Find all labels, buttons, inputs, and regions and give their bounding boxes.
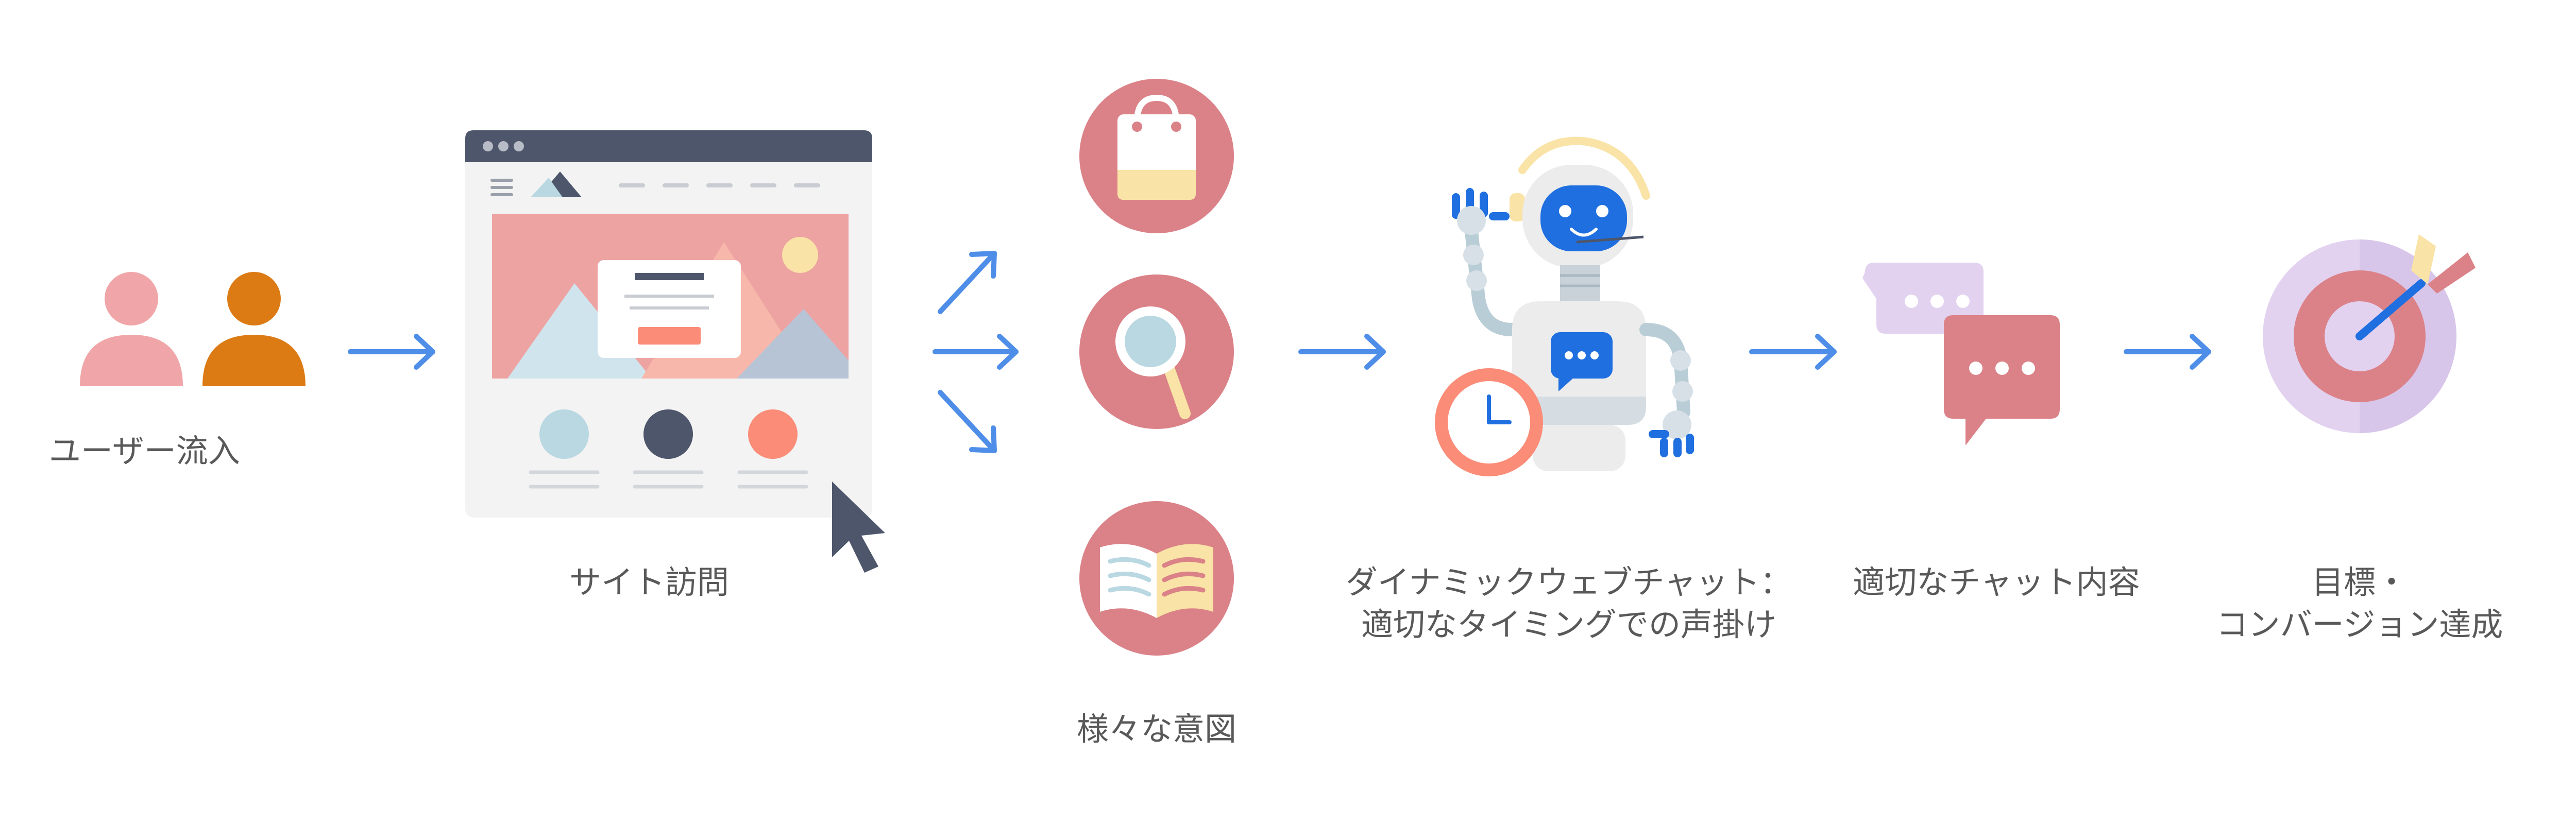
open-book-icon (1079, 501, 1234, 656)
label-chat-line-2: 適切なタイミングでの声掛け (1361, 606, 1776, 643)
arrow-1 (348, 334, 435, 370)
label-users: ユーザー流入 (49, 430, 240, 472)
label-chat-line-1: ダイナミックウェブチャット： (1345, 563, 1792, 601)
arrows-split (933, 251, 1019, 453)
arrow-4 (1749, 334, 1837, 370)
label-goal-line-2: コンバージョン達成 (2216, 606, 2503, 643)
label-users-line-1: ユーザー流入 (49, 432, 240, 470)
label-visit: サイト訪問 (569, 561, 730, 604)
arrow-5 (2124, 334, 2211, 370)
label-content-line-1: 適切なチャット内容 (1853, 563, 2140, 601)
shopping-bag-icon (1079, 79, 1234, 233)
label-intent-line-1: 様々な意図 (1076, 710, 1236, 748)
label-goal-line-1: 目標・ (2311, 563, 2408, 601)
magnifier-icon (1079, 274, 1234, 429)
user-pink-body (80, 335, 183, 386)
label-intent: 様々な意図 (1074, 708, 1239, 750)
label-goal: 目標・ コンバージョン達成 (2190, 561, 2530, 646)
label-content: 適切なチャット内容 (1832, 561, 2161, 604)
label-visit-line-1: サイト訪問 (569, 563, 730, 601)
users-icon (80, 272, 306, 386)
robot-icon (1435, 136, 1694, 476)
target-icon (2263, 234, 2476, 433)
user-orange-body (202, 335, 306, 386)
user-orange (227, 272, 281, 325)
chat-bubbles-icon (1862, 263, 2060, 445)
user-pink (105, 272, 158, 325)
mouse-cursor (832, 482, 885, 573)
arrow-3 (1298, 334, 1386, 370)
label-chat: ダイナミックウェブチャット： 適切なタイミングでの声掛け (1329, 561, 1808, 646)
clock-icon (1435, 368, 1543, 476)
browser-window-icon (465, 130, 885, 573)
